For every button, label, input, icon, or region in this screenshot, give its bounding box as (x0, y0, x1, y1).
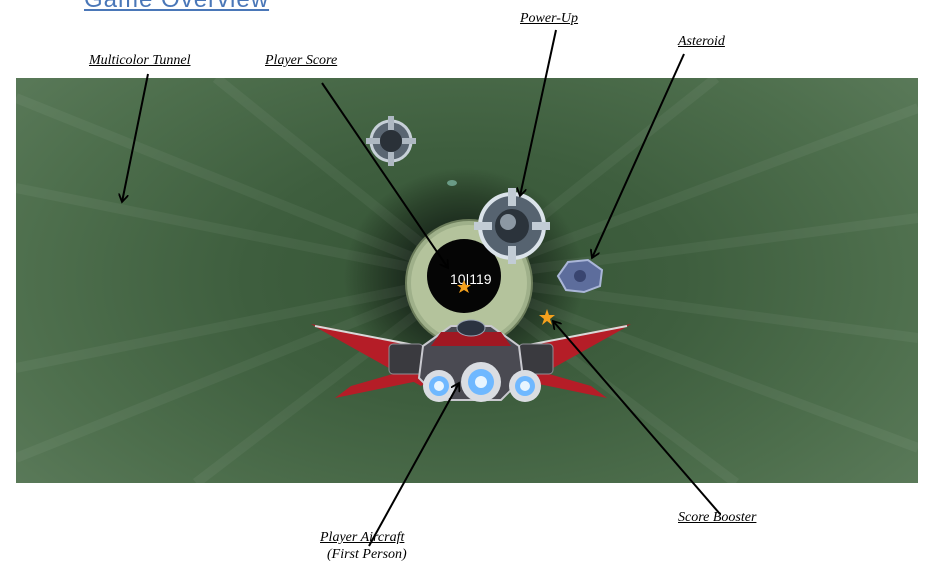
label-power-up: Power-Up (520, 11, 579, 26)
label-first-person: (First Person) (327, 547, 407, 562)
player-score-hud: 10|119 (450, 271, 492, 293)
label-player-aircraft: Player Aircraft (320, 530, 405, 545)
label-multicolor-tunnel: Multicolor Tunnel (89, 53, 191, 68)
label-asteroid: Asteroid (678, 34, 725, 49)
label-score-booster: Score Booster (678, 510, 757, 525)
score-booster-star-icon (539, 309, 555, 325)
hud-star-icon (457, 280, 471, 293)
power-up-item (474, 188, 550, 264)
label-player-score: Player Score (265, 53, 338, 68)
asteroid-rock (556, 258, 604, 294)
asteroid-debris (366, 116, 416, 166)
player-aircraft (311, 319, 631, 402)
player-score-value: 10|119 (450, 271, 492, 287)
section-heading: Game Overview (84, 0, 269, 14)
game-viewport[interactable]: 10|119 (16, 78, 918, 483)
distant-object (447, 180, 457, 186)
